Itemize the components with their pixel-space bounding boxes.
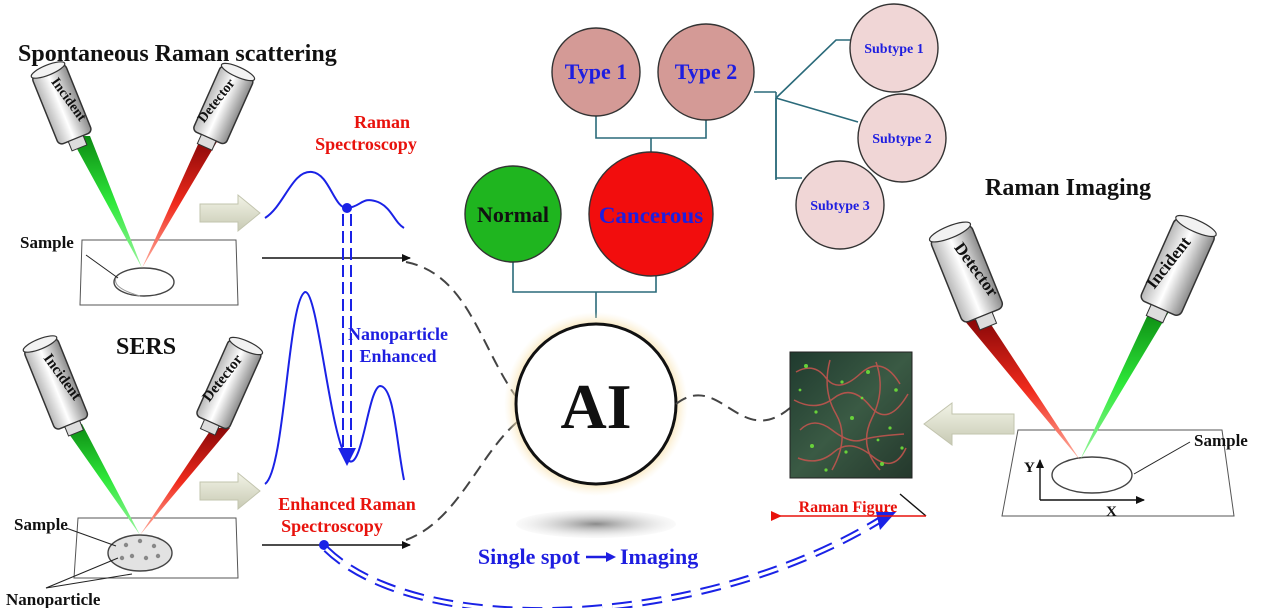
ai-shadow [516, 510, 676, 538]
sample-label-bottom: Sample [14, 515, 68, 534]
raman-figure-pointer [771, 493, 927, 521]
detector-beam-bottom [140, 428, 230, 535]
node-subtype3 [795, 160, 885, 250]
sers-spectrum-point [319, 540, 329, 550]
classification-tree-lines [512, 39, 859, 318]
detector-beam-right [964, 320, 1080, 460]
xy-axes [1036, 459, 1145, 504]
connector-sers-to-ai [405, 417, 523, 541]
single-spot-arrow-icon [586, 552, 616, 562]
spontaneous-raman-title: Spontaneous Raman scattering [18, 41, 337, 67]
nanoparticles [119, 538, 161, 561]
sample-blob-right [1051, 456, 1133, 494]
incident-beam-right [1080, 310, 1170, 460]
raman-label-line1: Raman [354, 112, 410, 132]
incident-tube-bottom: Incident [22, 335, 89, 437]
single-spot-label: Single spot [478, 544, 581, 569]
raman-figure-image [789, 351, 913, 479]
enhanced-label-line1: Enhanced Raman [278, 494, 416, 514]
node-subtype2 [857, 93, 947, 183]
nanoparticle-pointer-2 [45, 573, 133, 589]
node-subtype1 [849, 3, 939, 93]
node-normal [464, 165, 562, 263]
nanoparticle-label: Nanoparticle [6, 590, 101, 608]
node-subtype1-label: Subtype 1 [864, 42, 924, 57]
raman-figure-label: Raman Figure [799, 499, 898, 516]
raman-spectrum-point [342, 203, 352, 213]
enhanced-label-line2: Spectroscopy [281, 516, 383, 536]
flow-arrow-bottom [199, 471, 261, 511]
axis-x-label: X [1106, 504, 1117, 520]
sample-label-right: Sample [1194, 431, 1248, 450]
sample-label-top: Sample [20, 233, 74, 252]
detector-tube-bottom: Detector [196, 336, 264, 436]
sample-pointer-top [85, 254, 119, 279]
node-type1 [551, 27, 641, 117]
sers-title: SERS [116, 334, 176, 360]
node-type2 [657, 23, 755, 121]
nano-enhanced-line1: Nanoparticle [348, 324, 448, 344]
raman-imaging-title: Raman Imaging [985, 175, 1151, 201]
nano-enhanced-line2: Enhanced [359, 346, 436, 366]
node-type2-label: Type 2 [675, 59, 738, 84]
flow-arrow-right [923, 402, 1015, 446]
connector-figure-to-ai [675, 394, 791, 422]
incident-beam-top [70, 136, 142, 268]
node-subtype3-label: Subtype 3 [810, 199, 870, 214]
sers-spectrum-curve [264, 290, 405, 485]
detector-tube-right: Detector [928, 221, 1004, 331]
axis-y-label: Y [1024, 460, 1035, 476]
detector-tube-top: Detector [193, 62, 256, 151]
sample-blob-top [113, 267, 175, 297]
imaging-label: Imaging [620, 544, 698, 569]
sample-pointer-right [1133, 441, 1191, 475]
connector-raman-to-ai [405, 261, 521, 403]
incident-beam-bottom [62, 424, 140, 535]
node-cancerous [588, 151, 714, 277]
raman-spectrum-curve [264, 170, 405, 229]
incident-tube-right: Incident [1140, 214, 1217, 324]
raman-label-line2: Spectroscopy [315, 134, 417, 154]
nanoparticle-pointer-1 [45, 557, 119, 589]
node-normal-label: Normal [477, 202, 549, 227]
detector-beam-top [142, 140, 218, 268]
node-type1-label: Type 1 [565, 59, 628, 84]
node-subtype2-label: Subtype 2 [872, 132, 932, 147]
flow-arrow-top [199, 193, 261, 233]
node-cancerous-label: Cancerous [599, 203, 703, 228]
ai-label: AI [560, 371, 631, 442]
sample-pointer-bottom [65, 527, 117, 547]
